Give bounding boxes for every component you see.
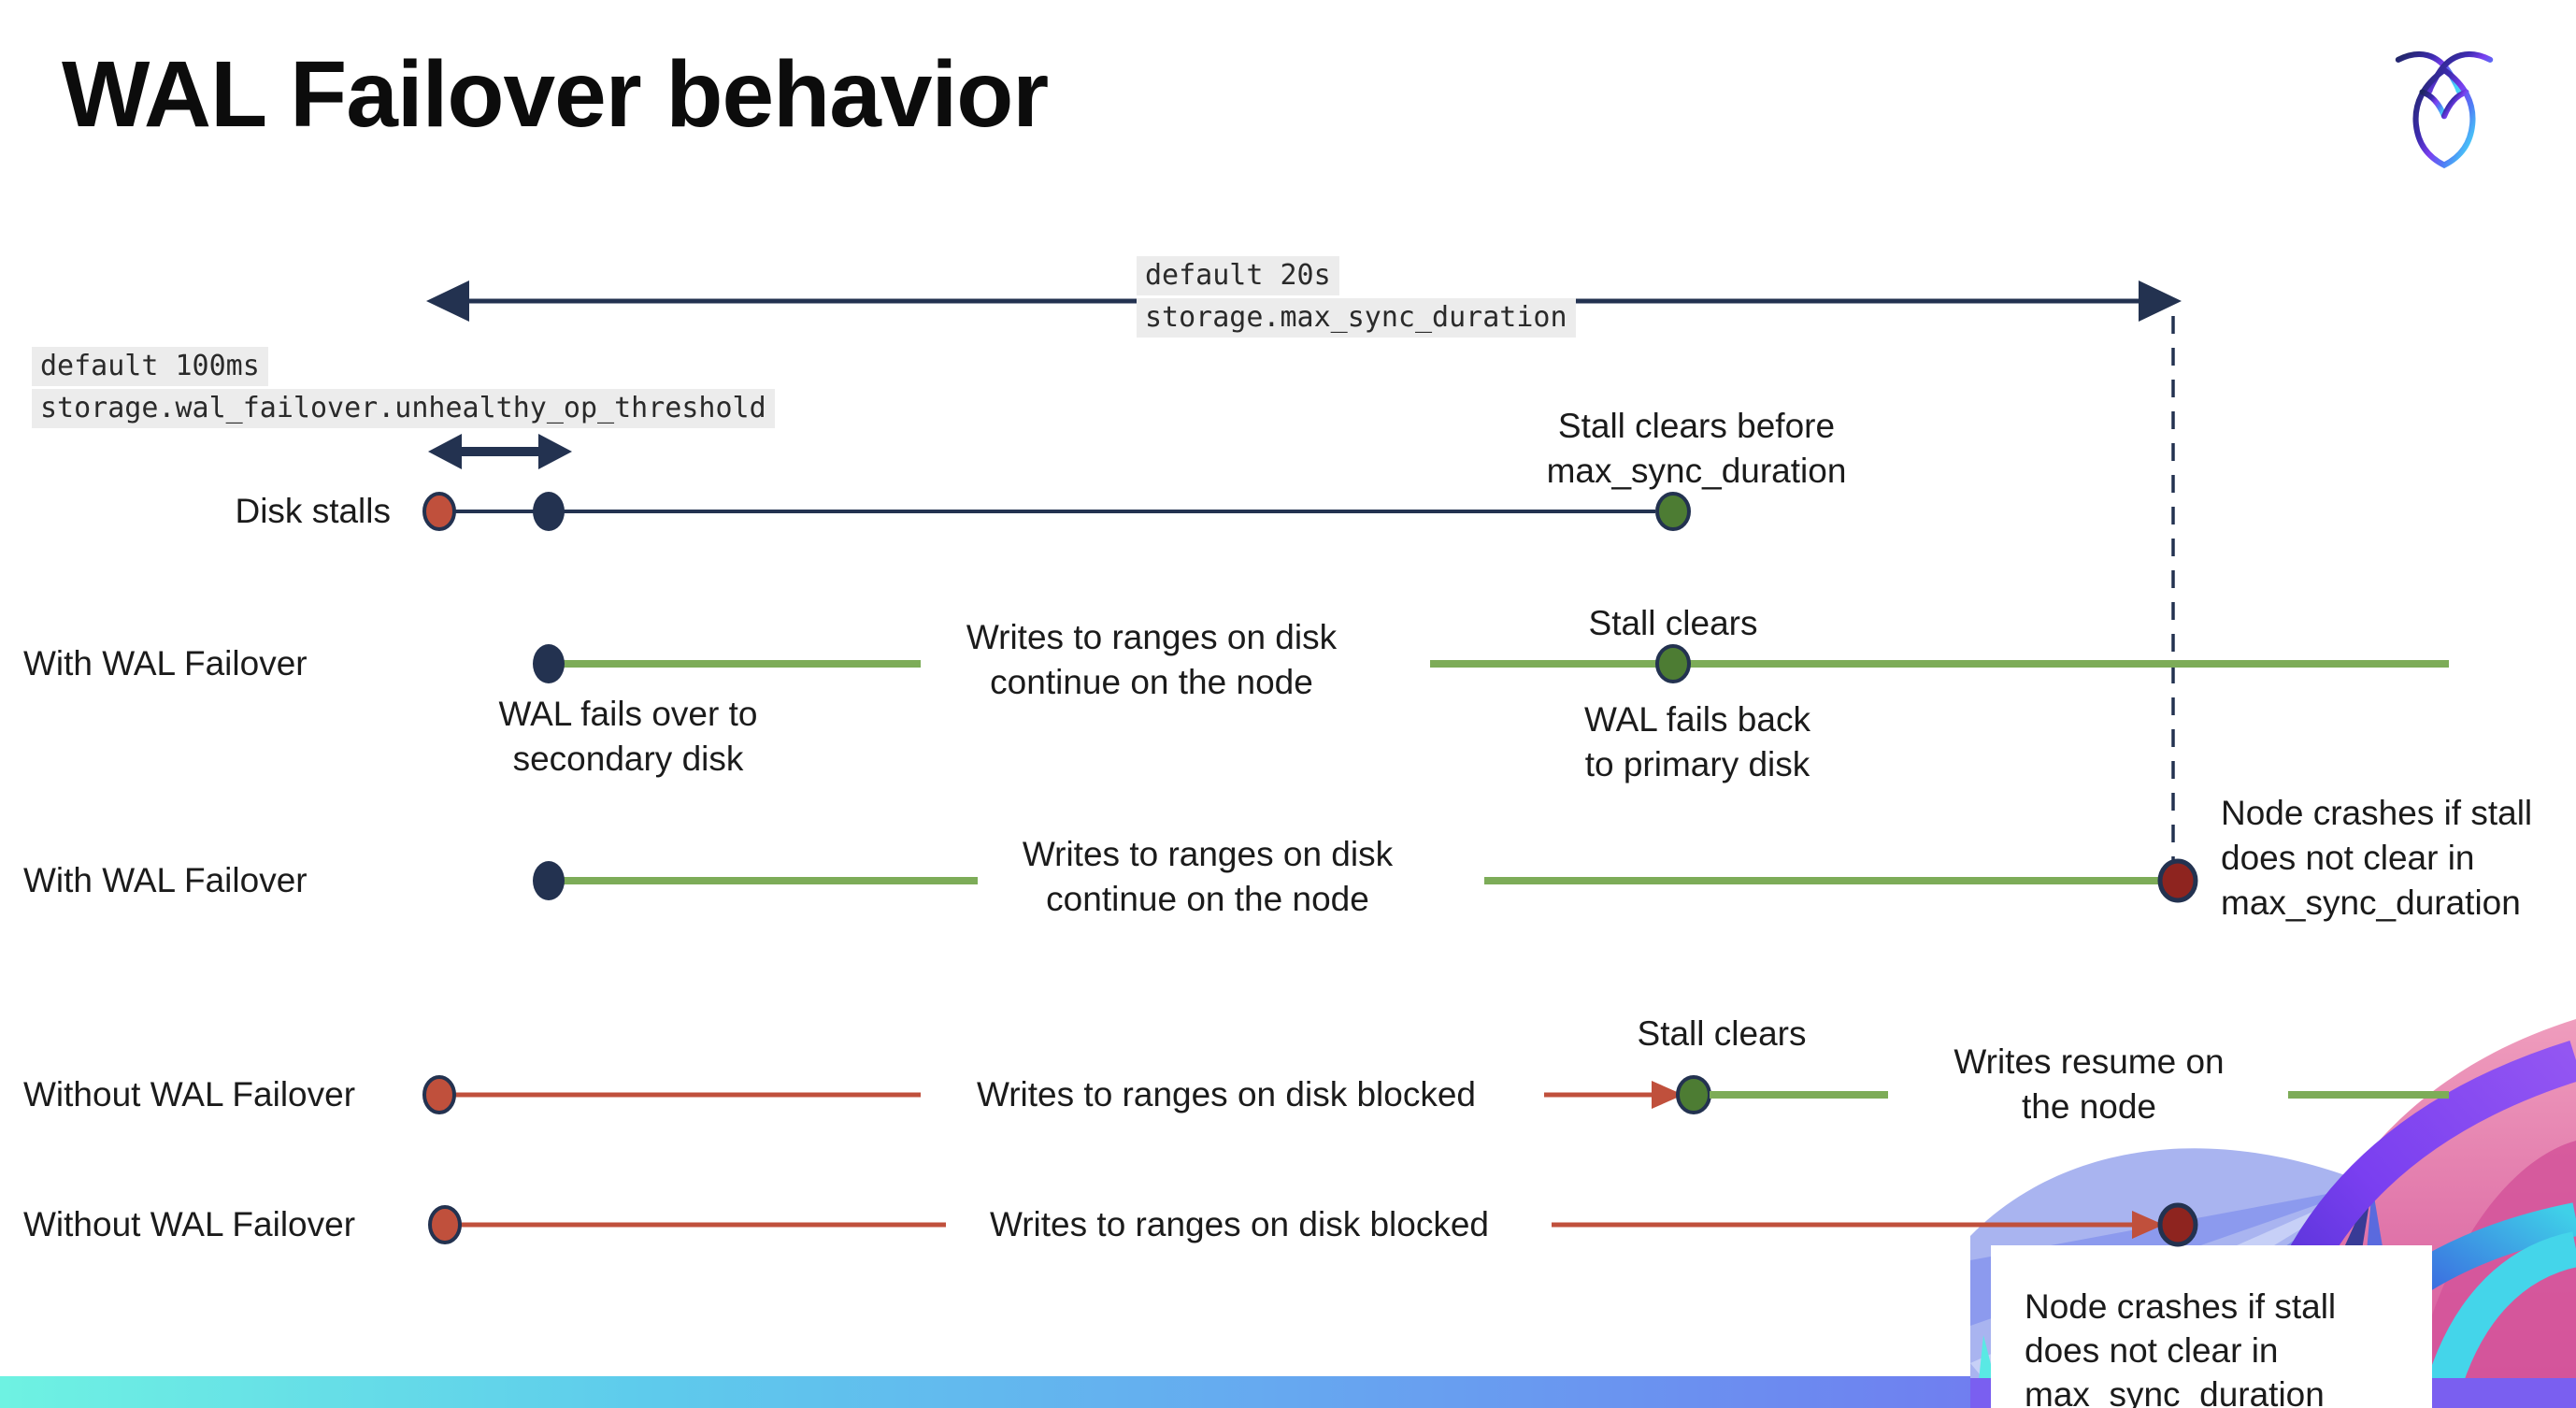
node-crash-dot xyxy=(2157,1202,2198,1247)
page-title: WAL Failover behavior xyxy=(62,42,1049,147)
writes-continue-note: Writes to ranges on disk continue on the… xyxy=(966,618,1338,701)
failover-dot xyxy=(533,861,565,900)
stall-clears-before-note: Stall clears before max_sync_duration xyxy=(1546,407,1847,490)
stall-clears-dot xyxy=(1676,1075,1711,1114)
arrowhead-right-icon xyxy=(2139,280,2182,322)
stall-clears-note: Stall clears xyxy=(1637,1014,1807,1053)
stall-clears-dot xyxy=(1655,644,1691,683)
logo-branch-right xyxy=(2440,89,2469,120)
row-label-with-wal-failover: With WAL Failover xyxy=(23,644,308,682)
art-teal-arc xyxy=(2420,1231,2576,1408)
crash-callout-box: Node crashes if stall does not clear in … xyxy=(1991,1245,2432,1408)
max-sync-duration-label: default 20s storage.max_sync_duration xyxy=(1137,256,1576,340)
row-label-without-wal-failover: Without WAL Failover xyxy=(23,1075,356,1113)
arrowhead-left-icon xyxy=(426,280,469,322)
stall-clears-note: Stall clears xyxy=(1588,604,1758,642)
stall-start-dot xyxy=(422,492,456,531)
row-label-with-wal-failover: With WAL Failover xyxy=(23,861,308,899)
arrowhead-right-icon xyxy=(538,434,572,469)
setting-name: storage.max_sync_duration xyxy=(1137,298,1576,338)
failover-dot xyxy=(533,644,565,683)
setting-default-value: default 100ms xyxy=(32,347,268,386)
node-crashes-note: Node crashes if stall does not clear in … xyxy=(2221,794,2533,922)
red-arrowhead-icon xyxy=(1652,1081,1683,1109)
wal-fails-back-note: WAL fails back to primary disk xyxy=(1584,700,1810,783)
red-arrowhead-icon xyxy=(2132,1211,2164,1239)
setting-default-value: default 20s xyxy=(1137,256,1339,295)
writes-resume-note: Writes resume on the node xyxy=(1953,1042,2225,1126)
node-crash-dot xyxy=(2157,858,2198,903)
writes-continue-note: Writes to ranges on disk continue on the… xyxy=(1022,835,1394,918)
unhealthy-op-threshold-label: default 100ms storage.wal_failover.unhea… xyxy=(32,347,775,431)
setting-name: storage.wal_failover.unhealthy_op_thresh… xyxy=(32,389,775,428)
row-label-disk-stalls: Disk stalls xyxy=(235,492,391,530)
writes-blocked-note: Writes to ranges on disk blocked xyxy=(989,1205,1490,1243)
stall-start-dot xyxy=(428,1205,462,1244)
writes-blocked-note: Writes to ranges on disk blocked xyxy=(976,1075,1477,1113)
logo-branch-left xyxy=(2419,89,2448,120)
row-label-without-wal-failover: Without WAL Failover xyxy=(23,1205,356,1243)
wal-fails-over-note: WAL fails over to secondary disk xyxy=(498,695,758,778)
cockroachdb-logo xyxy=(2395,50,2494,169)
crash-callout-text: Node crashes if stall does not clear in … xyxy=(2025,1287,2337,1408)
threshold-dot xyxy=(533,492,565,531)
arrowhead-left-icon xyxy=(428,434,462,469)
stall-clears-dot xyxy=(1655,492,1691,531)
stall-start-dot xyxy=(422,1075,456,1114)
